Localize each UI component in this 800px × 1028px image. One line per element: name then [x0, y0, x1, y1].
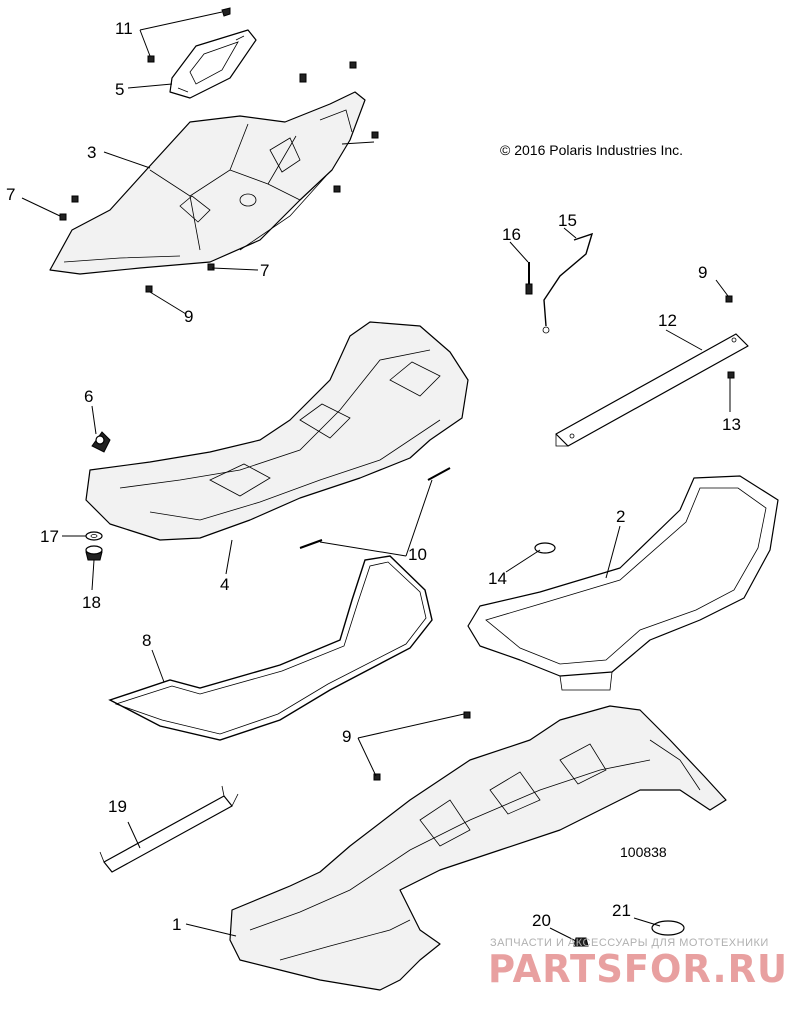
part-17-washer — [85, 531, 103, 541]
leader-lines — [21, 11, 731, 943]
watermark: ЗАПЧАСТИ И АКСЕССУАРЫ ДЛЯ МОТОТЕХНИКИ PA… — [488, 937, 788, 991]
callout-7b: 7 — [260, 261, 269, 280]
callout-11: 11 — [115, 19, 133, 38]
callout-2: 2 — [616, 507, 625, 526]
callout-5: 5 — [115, 80, 124, 99]
part-8-seal — [108, 555, 433, 741]
part-6-fastener — [91, 431, 111, 453]
callout-14: 14 — [488, 569, 507, 588]
screw-icons — [59, 7, 735, 781]
callout-16: 16 — [502, 225, 521, 244]
part-20-nut — [573, 937, 589, 947]
callout-12: 12 — [658, 311, 677, 330]
callouts: 11 5 3 7 7 9 16 15 9 12 13 6 17 18 4 10 … — [6, 19, 741, 934]
callout-8: 8 — [142, 631, 151, 650]
part-10-pins — [299, 467, 451, 549]
callout-9b: 9 — [698, 263, 707, 282]
callout-9c: 9 — [342, 727, 351, 746]
callout-18: 18 — [82, 593, 101, 612]
part-1-fender — [229, 705, 727, 991]
callout-9: 9 — [184, 307, 193, 326]
watermark-tagline: ЗАПЧАСТИ И АКСЕССУАРЫ ДЛЯ МОТОТЕХНИКИ — [490, 937, 769, 949]
copyright-text: © 2016 Polaris Industries Inc. — [500, 142, 683, 158]
callout-4: 4 — [220, 575, 229, 594]
figure-number: 100838 — [620, 844, 667, 860]
callout-10: 10 — [408, 545, 427, 564]
callout-20: 20 — [532, 911, 551, 930]
part-15-16-cable — [525, 232, 594, 334]
callout-13: 13 — [722, 415, 741, 434]
callout-19: 19 — [108, 797, 127, 816]
callout-1: 1 — [172, 915, 181, 934]
part-18-grommet — [85, 545, 103, 561]
part-4-floor — [85, 321, 469, 541]
part-3-hood — [49, 91, 366, 275]
part-2-tub — [467, 475, 779, 691]
callout-21: 21 — [612, 901, 631, 920]
part-5-bezel — [169, 29, 257, 99]
part-12-strap — [555, 333, 749, 447]
callout-6: 6 — [84, 387, 93, 406]
callout-17: 17 — [40, 527, 59, 546]
part-21-plug — [651, 920, 685, 936]
callout-7: 7 — [6, 185, 15, 204]
callout-15: 15 — [558, 211, 577, 230]
part-19-bracket — [99, 785, 239, 873]
watermark-brand: PARTSFOR.RU — [488, 947, 788, 991]
callout-3: 3 — [87, 143, 96, 162]
